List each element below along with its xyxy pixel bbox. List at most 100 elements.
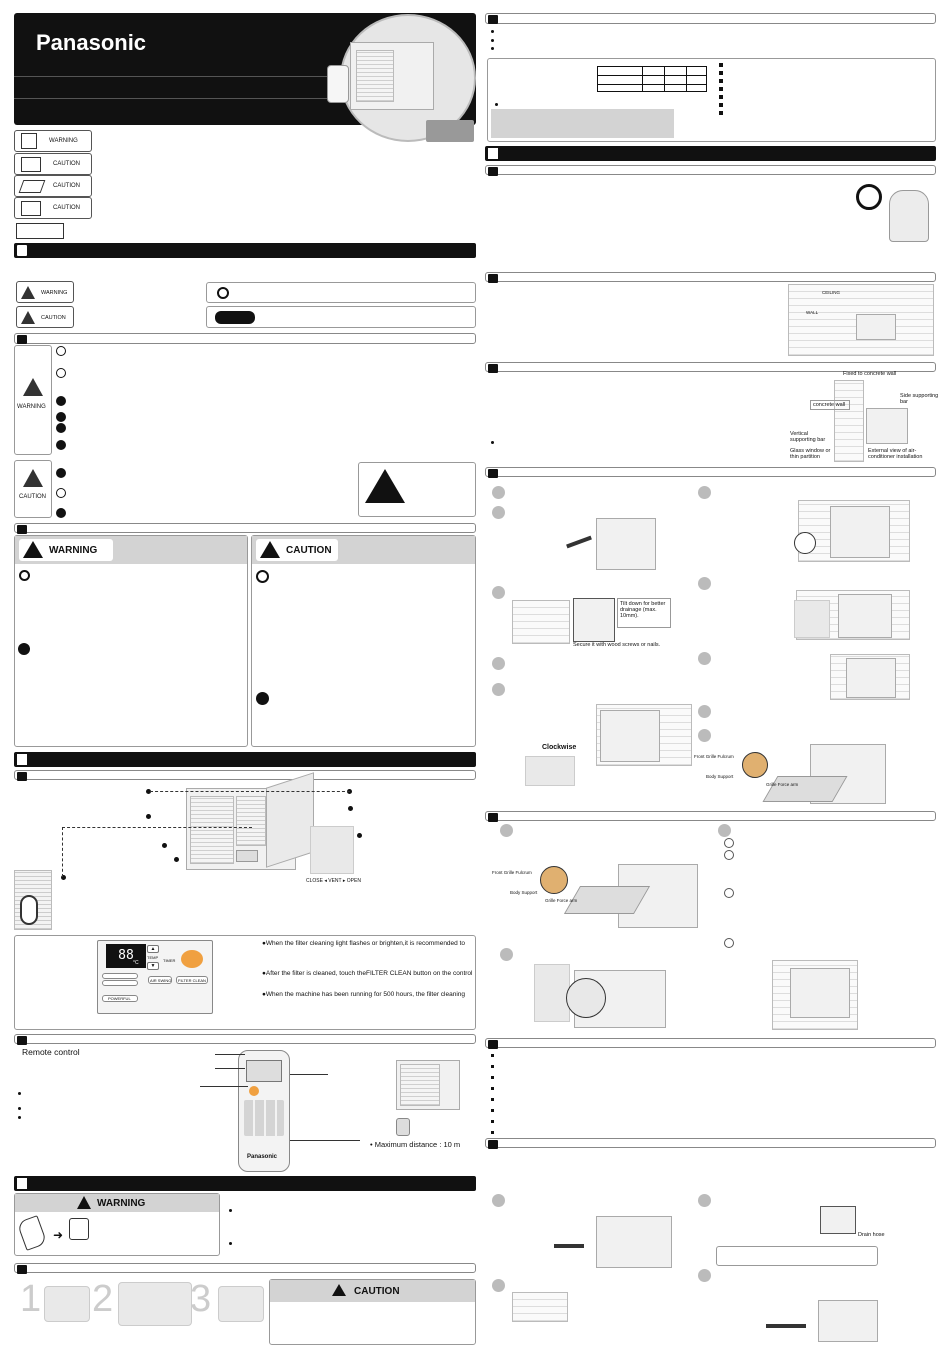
callout-line [62, 827, 63, 877]
legend-caution-label-2: CAUTION [53, 183, 80, 189]
filter-removal-photo [534, 964, 570, 1022]
prohibited-icon [217, 287, 229, 299]
powerful-button[interactable] [102, 995, 138, 1002]
temp-up-button[interactable]: ▲ [147, 945, 159, 953]
air-swing-button[interactable] [148, 976, 172, 984]
bullet-dot [18, 1116, 21, 1119]
open-book-icon [18, 180, 46, 193]
remote-bullet: Remote control [22, 1047, 80, 1057]
step-circle [500, 824, 513, 837]
display-screen: 88 [106, 944, 146, 968]
warn-caution-subbar [14, 523, 476, 534]
remote-power-button[interactable] [249, 1086, 259, 1096]
precaution-subbar [14, 333, 476, 344]
step-unit-image [596, 518, 656, 570]
bullet-dot [491, 30, 494, 33]
step-circle [492, 683, 505, 696]
step-circle [718, 824, 731, 837]
remote-display [246, 1060, 282, 1082]
left-warning-label: WARNING [17, 404, 46, 410]
sleep-button[interactable] [102, 980, 138, 986]
warning-panel-title: WARNING [49, 545, 98, 556]
callout-dot [162, 843, 167, 848]
steps-subbar [485, 467, 936, 478]
mandatory-icon [18, 643, 30, 655]
temp-down-button[interactable]: ▼ [147, 962, 159, 970]
operation-subbar [485, 1038, 936, 1049]
legend-caution-1: CAUTION [14, 153, 92, 175]
safety-section-num [17, 245, 27, 256]
callout-line [62, 827, 252, 828]
sleeve-detail [573, 598, 615, 642]
callout-dot [146, 789, 151, 794]
display-digits: 88 [118, 948, 134, 963]
warning-triangle-icon [21, 286, 35, 299]
clockwise-label: Clockwise [542, 744, 577, 751]
product-remote-image [327, 65, 349, 103]
bullet-dot [229, 1242, 232, 1245]
prohibited-box [206, 282, 476, 303]
gas-cylinder-image [889, 190, 929, 242]
mandatory-icon [56, 508, 66, 518]
manual-book-icons [16, 223, 64, 239]
open-circle [724, 888, 734, 898]
step-circle [698, 705, 711, 718]
concrete-wall-label-box: concrete wall [810, 400, 850, 410]
front-grille-fulcrum-label-2: Front Grille Fulcrum [492, 870, 532, 875]
safety-warning-label: WARNING [41, 290, 68, 296]
callout-line [215, 1068, 245, 1069]
step-circle [698, 652, 711, 665]
display-degree: °C [133, 960, 139, 966]
battery-step-2-number: 2 [92, 1278, 114, 1320]
side-support-label: Side supporting bar [900, 393, 939, 405]
callout-line [290, 1074, 328, 1075]
drain-subbar [485, 1138, 936, 1149]
filter-clean-button[interactable] [176, 976, 208, 984]
tilt-note: Tilt down for better drainage (max. 10mm… [620, 601, 666, 619]
step-unit-image-2 [600, 710, 660, 762]
battery-step-3-number: 3 [190, 1278, 212, 1320]
support-subbar [485, 362, 936, 373]
step-circle [698, 1194, 711, 1207]
secure-note: Secure it with wood screws or nails. [573, 642, 661, 648]
unit-side-panel [266, 772, 314, 868]
remote-brand: Panasonic [247, 1154, 278, 1160]
screwdriver-icon [766, 1324, 806, 1328]
step-right-unit-3 [846, 658, 896, 698]
legend-caution-3: CAUTION [14, 197, 92, 219]
step-circle [698, 577, 711, 590]
detail-photo [794, 600, 830, 638]
fixed-concrete-label: Fixed to concrete wall [843, 371, 897, 377]
callout-dot [146, 814, 151, 819]
filter-clean-label: FILTER CLEAN [178, 978, 206, 983]
open-circle [724, 838, 734, 848]
mandatory-icon [56, 423, 66, 433]
screwdriver-icon [554, 1244, 584, 1248]
parts-section-bar [14, 752, 476, 767]
prohibited-icon [256, 570, 269, 583]
mandatory-icon [56, 440, 66, 450]
bullet-dot [18, 1107, 21, 1110]
power-section-num [17, 1178, 27, 1189]
zoom-circle [540, 866, 568, 894]
power-button[interactable] [181, 950, 203, 968]
mode-button[interactable] [102, 973, 138, 979]
flammable-box [358, 462, 476, 517]
step-circle [492, 586, 505, 599]
mandatory-icon [56, 396, 66, 406]
unit-control-panel [236, 850, 258, 862]
front-grille-fulcrum-label: Front Grille Fulcrum [694, 754, 734, 759]
remote-button-grid[interactable] [244, 1100, 284, 1136]
drain-note-box [716, 1246, 878, 1266]
ceiling-label: CEILING [822, 290, 841, 295]
prohibited-icon [56, 488, 66, 498]
clockwise-photo [525, 756, 575, 786]
plug-icon [16, 1215, 48, 1251]
no-gas-icon [856, 184, 882, 210]
zoom-circle [566, 978, 606, 1018]
drain-hose-image [820, 1206, 856, 1234]
step-right-unit-2 [838, 594, 892, 638]
clearance-diagram [788, 284, 934, 356]
drain-hose-label: Drain hose [858, 1232, 885, 1238]
caution-triangle-icon [332, 1284, 346, 1296]
